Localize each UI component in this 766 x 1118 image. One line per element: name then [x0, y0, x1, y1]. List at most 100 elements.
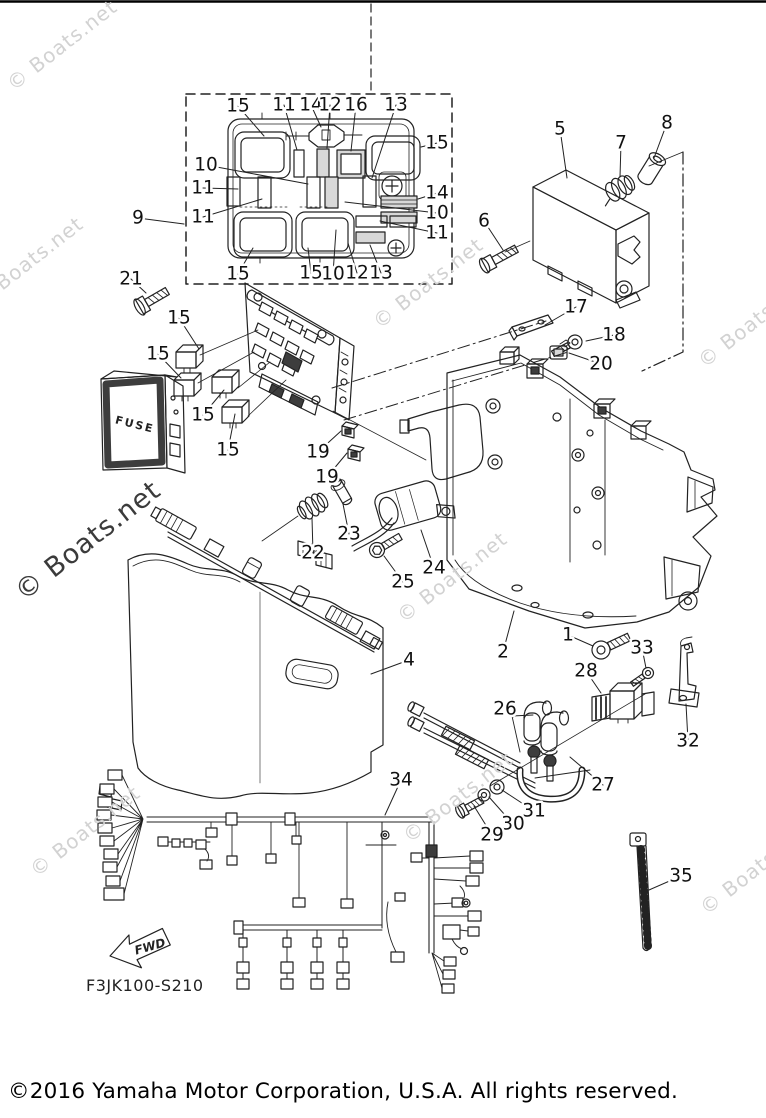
part-callout-14: 14	[299, 95, 323, 116]
callout-leader-line	[420, 142, 438, 148]
grommet-22	[296, 492, 329, 520]
callout-leader-line	[202, 187, 239, 190]
callout-leader-line	[237, 247, 254, 275]
part-callout-1: 1	[562, 625, 574, 646]
callout-leader-line	[502, 610, 515, 653]
callout-leader-line	[347, 242, 358, 274]
callout-leader-line	[332, 229, 337, 275]
callout-leader-line	[420, 529, 435, 569]
callout-leader-line	[653, 122, 668, 159]
part-callout-11: 11	[425, 223, 449, 244]
part-callout-24: 24	[422, 558, 446, 579]
bracket-32	[668, 636, 700, 708]
part-callout-15: 15	[146, 344, 170, 365]
callout-leader-line	[379, 220, 438, 234]
part-callout-11: 11	[272, 95, 296, 116]
callout-leader-line	[585, 670, 602, 694]
part-callout-19: 19	[315, 467, 339, 488]
part-callout-10: 10	[321, 264, 345, 285]
screw-33	[629, 666, 655, 687]
callout-leader-line	[483, 220, 504, 251]
part-callout-13: 13	[369, 263, 393, 284]
part-callout-10: 10	[425, 203, 449, 224]
part-callout-14: 14	[425, 183, 449, 204]
clips-19	[341, 421, 365, 462]
part-callout-10: 10	[194, 155, 218, 176]
callout-leader-line	[202, 198, 263, 218]
callout-leader-line	[568, 352, 602, 365]
callout-leader-line	[310, 104, 322, 128]
callout-leader-line	[227, 413, 236, 451]
washers-bolt-29-30-31	[455, 693, 646, 819]
callout-leader-line	[369, 244, 382, 274]
callout-leader-line	[569, 756, 604, 786]
part-callout-25: 25	[391, 572, 415, 593]
part-callout-15: 15	[226, 264, 250, 285]
callout-leader-line	[619, 142, 622, 178]
part-callout-11: 11	[191, 207, 215, 228]
part-callout-16: 16	[344, 95, 368, 116]
relay-cubes	[173, 344, 250, 429]
part-callout-15: 15	[216, 440, 240, 461]
wire-harness-34	[96, 769, 484, 994]
callout-leader-line	[544, 306, 577, 326]
plug-wires-27	[407, 701, 591, 803]
callout-leader-line	[384, 779, 402, 816]
collar-23	[330, 477, 353, 506]
electrical-bracket-2	[399, 346, 718, 629]
callout-leader-line	[585, 334, 615, 342]
bolt-6	[478, 244, 519, 274]
bracket-17-assembly	[331, 314, 583, 421]
callout-leader-line	[501, 789, 535, 812]
callout-leader-line	[178, 317, 200, 350]
cable-tie-35	[629, 832, 652, 952]
callout-leader-line	[157, 353, 182, 379]
part-callout-15: 15	[191, 405, 215, 426]
bolt-25	[368, 532, 403, 559]
rubber-mounts	[499, 346, 652, 440]
plug-caps-26	[523, 700, 570, 756]
callout-leader-line	[350, 104, 357, 152]
part-callout-34: 34	[389, 770, 413, 791]
callout-leader-line	[326, 104, 331, 149]
callout-leader-line	[342, 503, 350, 535]
collar-8	[637, 152, 667, 186]
part-callout-15: 15	[299, 263, 323, 284]
part-callout-23: 23	[337, 524, 361, 545]
part-callout-29: 29	[480, 825, 504, 846]
part-callout-35: 35	[669, 866, 693, 887]
part-callout-19: 19	[306, 442, 330, 463]
callout-leader-line	[311, 517, 314, 554]
part-callout-20: 20	[589, 354, 613, 375]
part-callout-15: 15	[226, 96, 250, 117]
callout-leader-line	[488, 796, 514, 825]
part-callout-30: 30	[501, 814, 525, 835]
callout-leader-line	[504, 708, 514, 718]
clip-20	[549, 339, 571, 360]
relay-28	[591, 682, 655, 724]
bolt-1	[591, 632, 632, 660]
sensor-24-wire	[351, 517, 395, 552]
fuse-cover-label: FUSE	[114, 413, 156, 435]
callout-leader-line	[370, 659, 410, 675]
callout-leader-line	[307, 247, 312, 274]
callout-leader-line	[383, 555, 404, 583]
part-callout-11: 11	[191, 178, 215, 199]
callout-leader-line	[130, 278, 147, 294]
callout-leader-line	[137, 217, 185, 225]
callout-leader-lines	[130, 104, 689, 891]
part-callout-8: 8	[661, 113, 673, 134]
part-callout-5: 5	[554, 119, 566, 140]
part-callout-17: 17	[564, 297, 588, 318]
callout-leader-line	[473, 805, 493, 836]
part-callout-4: 4	[403, 650, 415, 671]
callout-leader-line	[371, 104, 397, 179]
fwd-arrow: FWD	[109, 927, 171, 969]
sensor-24	[374, 480, 456, 531]
callout-leader-line	[559, 128, 568, 179]
ecu-assembly	[478, 151, 684, 372]
copyright-text: ©2016 Yamaha Motor Corporation, U.S.A. A…	[8, 1079, 678, 1104]
